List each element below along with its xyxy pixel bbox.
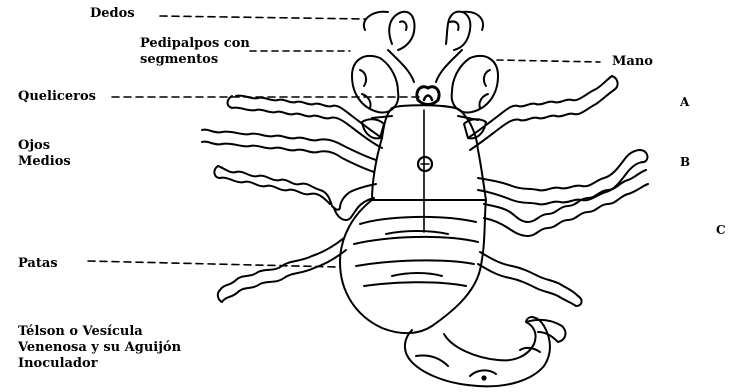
label-b: B [680, 154, 690, 170]
label-patas: Patas [18, 256, 58, 272]
label-a: A [680, 94, 689, 110]
label-queliceros: Queliceros [18, 89, 96, 105]
leader-dedos [160, 16, 365, 19]
leader-mano [497, 60, 600, 62]
leader-patas [88, 261, 338, 267]
carapace [372, 105, 486, 200]
label-dedos: Dedos [90, 6, 135, 22]
left-hand [352, 56, 398, 112]
left-leg-3 [218, 166, 376, 210]
label-ojos-medios: Ojos Medios [18, 138, 71, 170]
tail [405, 317, 550, 386]
label-c: C [716, 222, 726, 238]
left-finger [389, 12, 414, 50]
right-leg-2 [478, 150, 640, 190]
label-pedipalpos: Pedipalpos con segmentos [140, 36, 250, 68]
left-leg-2 [202, 130, 376, 160]
label-mano: Mano [612, 54, 653, 70]
label-telson: Télson o Vesícula Venenosa y su Aguijón … [18, 324, 181, 372]
right-hand [452, 56, 498, 112]
